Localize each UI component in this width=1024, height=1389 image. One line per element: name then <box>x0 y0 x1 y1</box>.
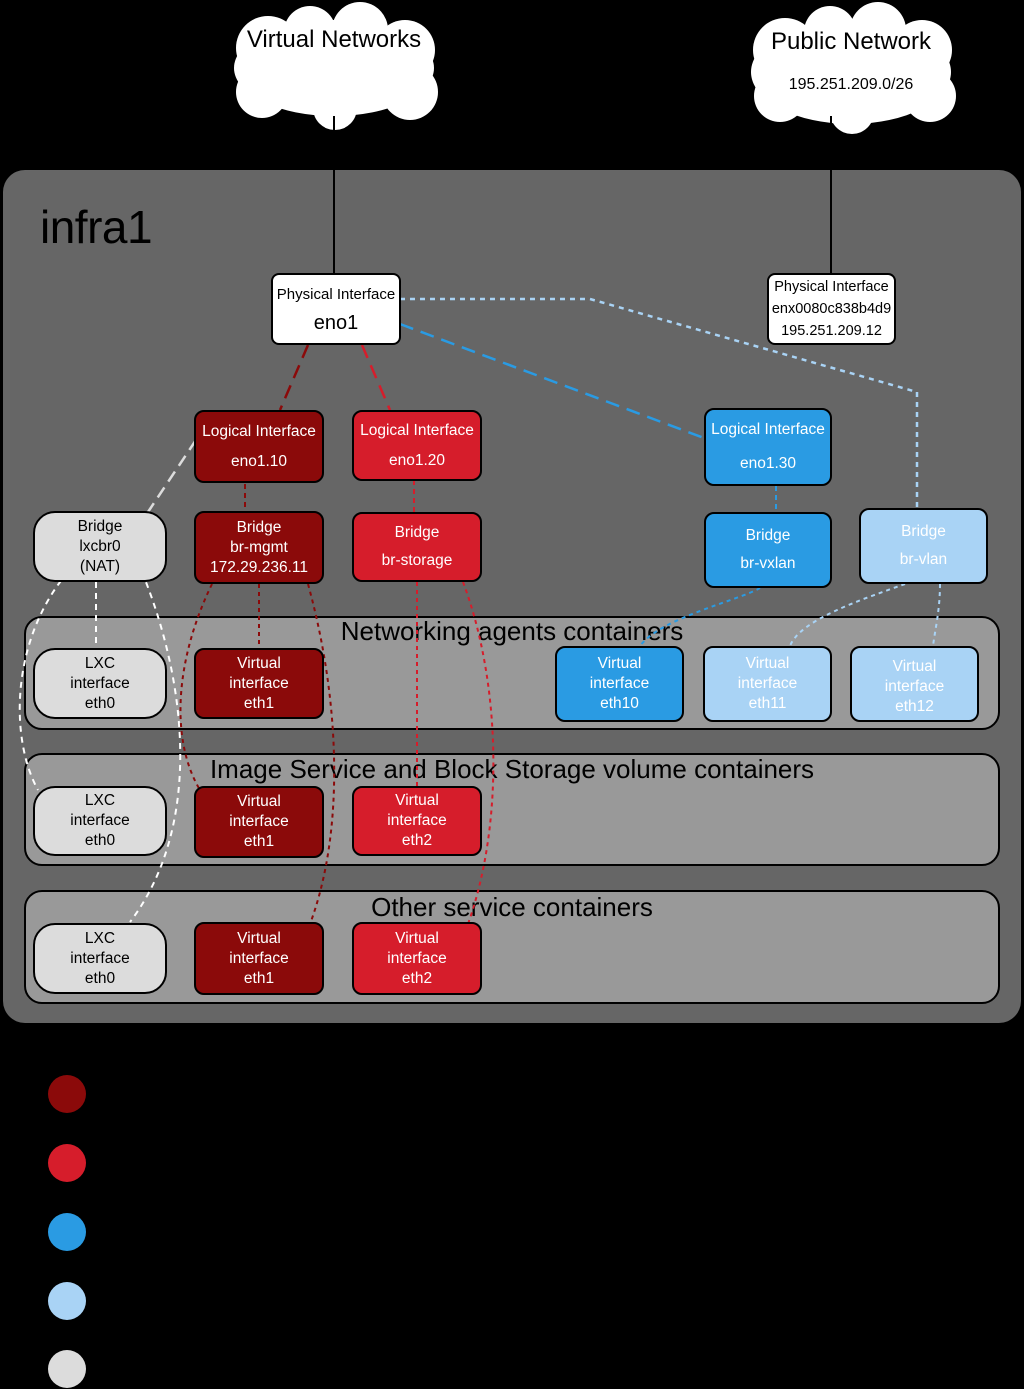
logical-interface-eno1-20-line1: Logical Interface <box>360 421 474 439</box>
virtual-interface-line3: eth1 <box>243 833 275 850</box>
bridge-br-vxlan-line2: br-vxlan <box>740 555 796 572</box>
virtual-interface-line2: interface <box>229 949 289 967</box>
host-title: infra1 <box>40 201 153 253</box>
lxc-interface-eth0-image: LXC interface eth0 <box>33 786 167 856</box>
band-image-storage <box>24 753 1000 866</box>
virtual-interface-eth10: Virtual interface eth10 <box>555 646 684 722</box>
cloud-virtual-networks <box>234 2 438 130</box>
virtual-interface-line2: interface <box>737 675 798 692</box>
virtual-interface-line1: Virtual <box>395 929 439 947</box>
virtual-interface-line2: interface <box>387 949 447 967</box>
bridge-br-vlan: Bridge br-vlan <box>859 508 988 584</box>
virtual-interface-eth12: Virtual interface eth12 <box>850 646 979 722</box>
lxc-interface-line1: LXC <box>84 929 116 947</box>
virtual-interface-line3: eth1 <box>243 969 275 987</box>
virtual-interface-line1: Virtual <box>597 655 642 672</box>
cloud-public-network-subnet: 195.251.209.0/26 <box>788 76 914 93</box>
physical-interface-eno1: Physical Interface eno1 <box>271 273 401 345</box>
bridge-lxcbr0-line1: Bridge <box>77 517 123 535</box>
virtual-interface-line1: Virtual <box>237 654 281 672</box>
bridge-br-vlan-line2: br-vlan <box>899 551 948 568</box>
band-title-image-storage: Image Service and Block Storage volume c… <box>209 754 815 784</box>
legend-dot-gray <box>48 1350 86 1388</box>
lxc-interface-line3: eth0 <box>84 969 116 987</box>
physical-interface-eno1-line1: Physical Interface <box>276 286 396 303</box>
virtual-interface-line1: Virtual <box>745 655 790 672</box>
cloud-public-network <box>751 2 956 134</box>
legend-dot-blue <box>48 1213 86 1251</box>
cloud-public-network-label: Public Network <box>770 28 932 55</box>
lxc-interface-line3: eth0 <box>84 694 116 712</box>
logical-interface-eno1-10-line1: Logical Interface <box>202 422 316 440</box>
virtual-interface-line3: eth11 <box>748 695 787 712</box>
virtual-interface-line1: Virtual <box>237 929 281 947</box>
bridge-br-vlan-line1: Bridge <box>901 523 946 540</box>
lxc-interface-line2: interface <box>70 949 130 967</box>
lxc-interface-line1: LXC <box>84 792 116 809</box>
virtual-interface-line1: Virtual <box>237 793 281 810</box>
bridge-lxcbr0: Bridge lxcbr0 (NAT) <box>33 511 167 582</box>
virtual-interface-line3: eth10 <box>600 695 639 712</box>
logical-interface-eno1-10-line2: eno1.10 <box>230 452 288 470</box>
virtual-interface-eth1-other: Virtual interface eth1 <box>194 922 324 995</box>
physical-interface-enx-line1: Physical Interface <box>774 279 889 295</box>
bridge-br-vxlan-line1: Bridge <box>745 527 791 544</box>
bridge-br-mgmt-line3: 172.29.236.11 <box>210 558 308 576</box>
virtual-interface-line3: eth1 <box>243 694 275 712</box>
virtual-interface-line3: eth2 <box>401 969 433 987</box>
virtual-interface-eth1-networking: Virtual interface eth1 <box>194 648 324 719</box>
virtual-interface-eth11: Virtual interface eth11 <box>703 646 832 722</box>
virtual-interface-eth2-image: Virtual interface eth2 <box>352 786 482 856</box>
logical-interface-eno1-20: Logical Interface eno1.20 <box>352 410 482 481</box>
bridge-br-storage-line1: Bridge <box>394 524 440 541</box>
legend-dot-light-blue <box>48 1282 86 1320</box>
virtual-interface-line2: interface <box>884 678 945 695</box>
lxc-interface-eth0-other: LXC interface eth0 <box>33 923 167 994</box>
physical-interface-enx: Physical Interface enx0080c838b4d9 195.2… <box>767 273 896 345</box>
bridge-lxcbr0-line2: lxcbr0 <box>79 537 121 555</box>
lxc-interface-line3: eth0 <box>84 832 116 849</box>
virtual-interface-line2: interface <box>589 675 650 692</box>
bridge-br-storage: Bridge br-storage <box>352 512 482 582</box>
lxc-interface-line2: interface <box>70 674 130 692</box>
lxc-interface-line1: LXC <box>84 654 116 672</box>
virtual-interface-line1: Virtual <box>892 658 937 675</box>
lxc-interface-line2: interface <box>70 812 130 829</box>
logical-interface-eno1-20-line2: eno1.20 <box>388 451 446 469</box>
logical-interface-eno1-30-line1: Logical Interface <box>711 421 825 438</box>
virtual-interface-line1: Virtual <box>395 792 439 809</box>
lxc-interface-eth0-networking: LXC interface eth0 <box>33 648 167 719</box>
bridge-br-storage-line2: br-storage <box>381 552 453 569</box>
virtual-interface-line3: eth2 <box>401 832 433 849</box>
bridge-lxcbr0-line3: (NAT) <box>79 557 121 575</box>
bridge-br-vxlan: Bridge br-vxlan <box>704 512 832 588</box>
logical-interface-eno1-30-line2: eno1.30 <box>739 455 797 472</box>
virtual-interface-line2: interface <box>229 674 289 692</box>
physical-interface-enx-line3: 195.251.209.12 <box>781 323 882 339</box>
bridge-br-mgmt-line1: Bridge <box>236 518 282 536</box>
logical-interface-eno1-10: Logical Interface eno1.10 <box>194 410 324 483</box>
virtual-interface-line2: interface <box>229 813 289 830</box>
logical-interface-eno1-30: Logical Interface eno1.30 <box>704 408 832 486</box>
physical-interface-enx-line2: enx0080c838b4d9 <box>771 301 892 317</box>
virtual-interface-eth1-image: Virtual interface eth1 <box>194 786 324 858</box>
virtual-interface-eth2-other: Virtual interface eth2 <box>352 922 482 995</box>
band-other-services <box>24 890 1000 1004</box>
bridge-br-mgmt-line2: br-mgmt <box>230 538 288 556</box>
bridge-br-mgmt: Bridge br-mgmt 172.29.236.11 <box>194 511 324 584</box>
band-title-other: Other service containers <box>371 892 653 922</box>
virtual-interface-line3: eth12 <box>895 698 934 715</box>
physical-interface-eno1-line2: eno1 <box>313 312 359 334</box>
virtual-interface-line2: interface <box>387 812 447 829</box>
band-title-networking: Networking agents containers <box>340 616 684 646</box>
legend-dot-red <box>48 1144 86 1182</box>
legend-dot-dark-red <box>48 1075 86 1113</box>
cloud-virtual-networks-label: Virtual Networks <box>246 26 422 53</box>
